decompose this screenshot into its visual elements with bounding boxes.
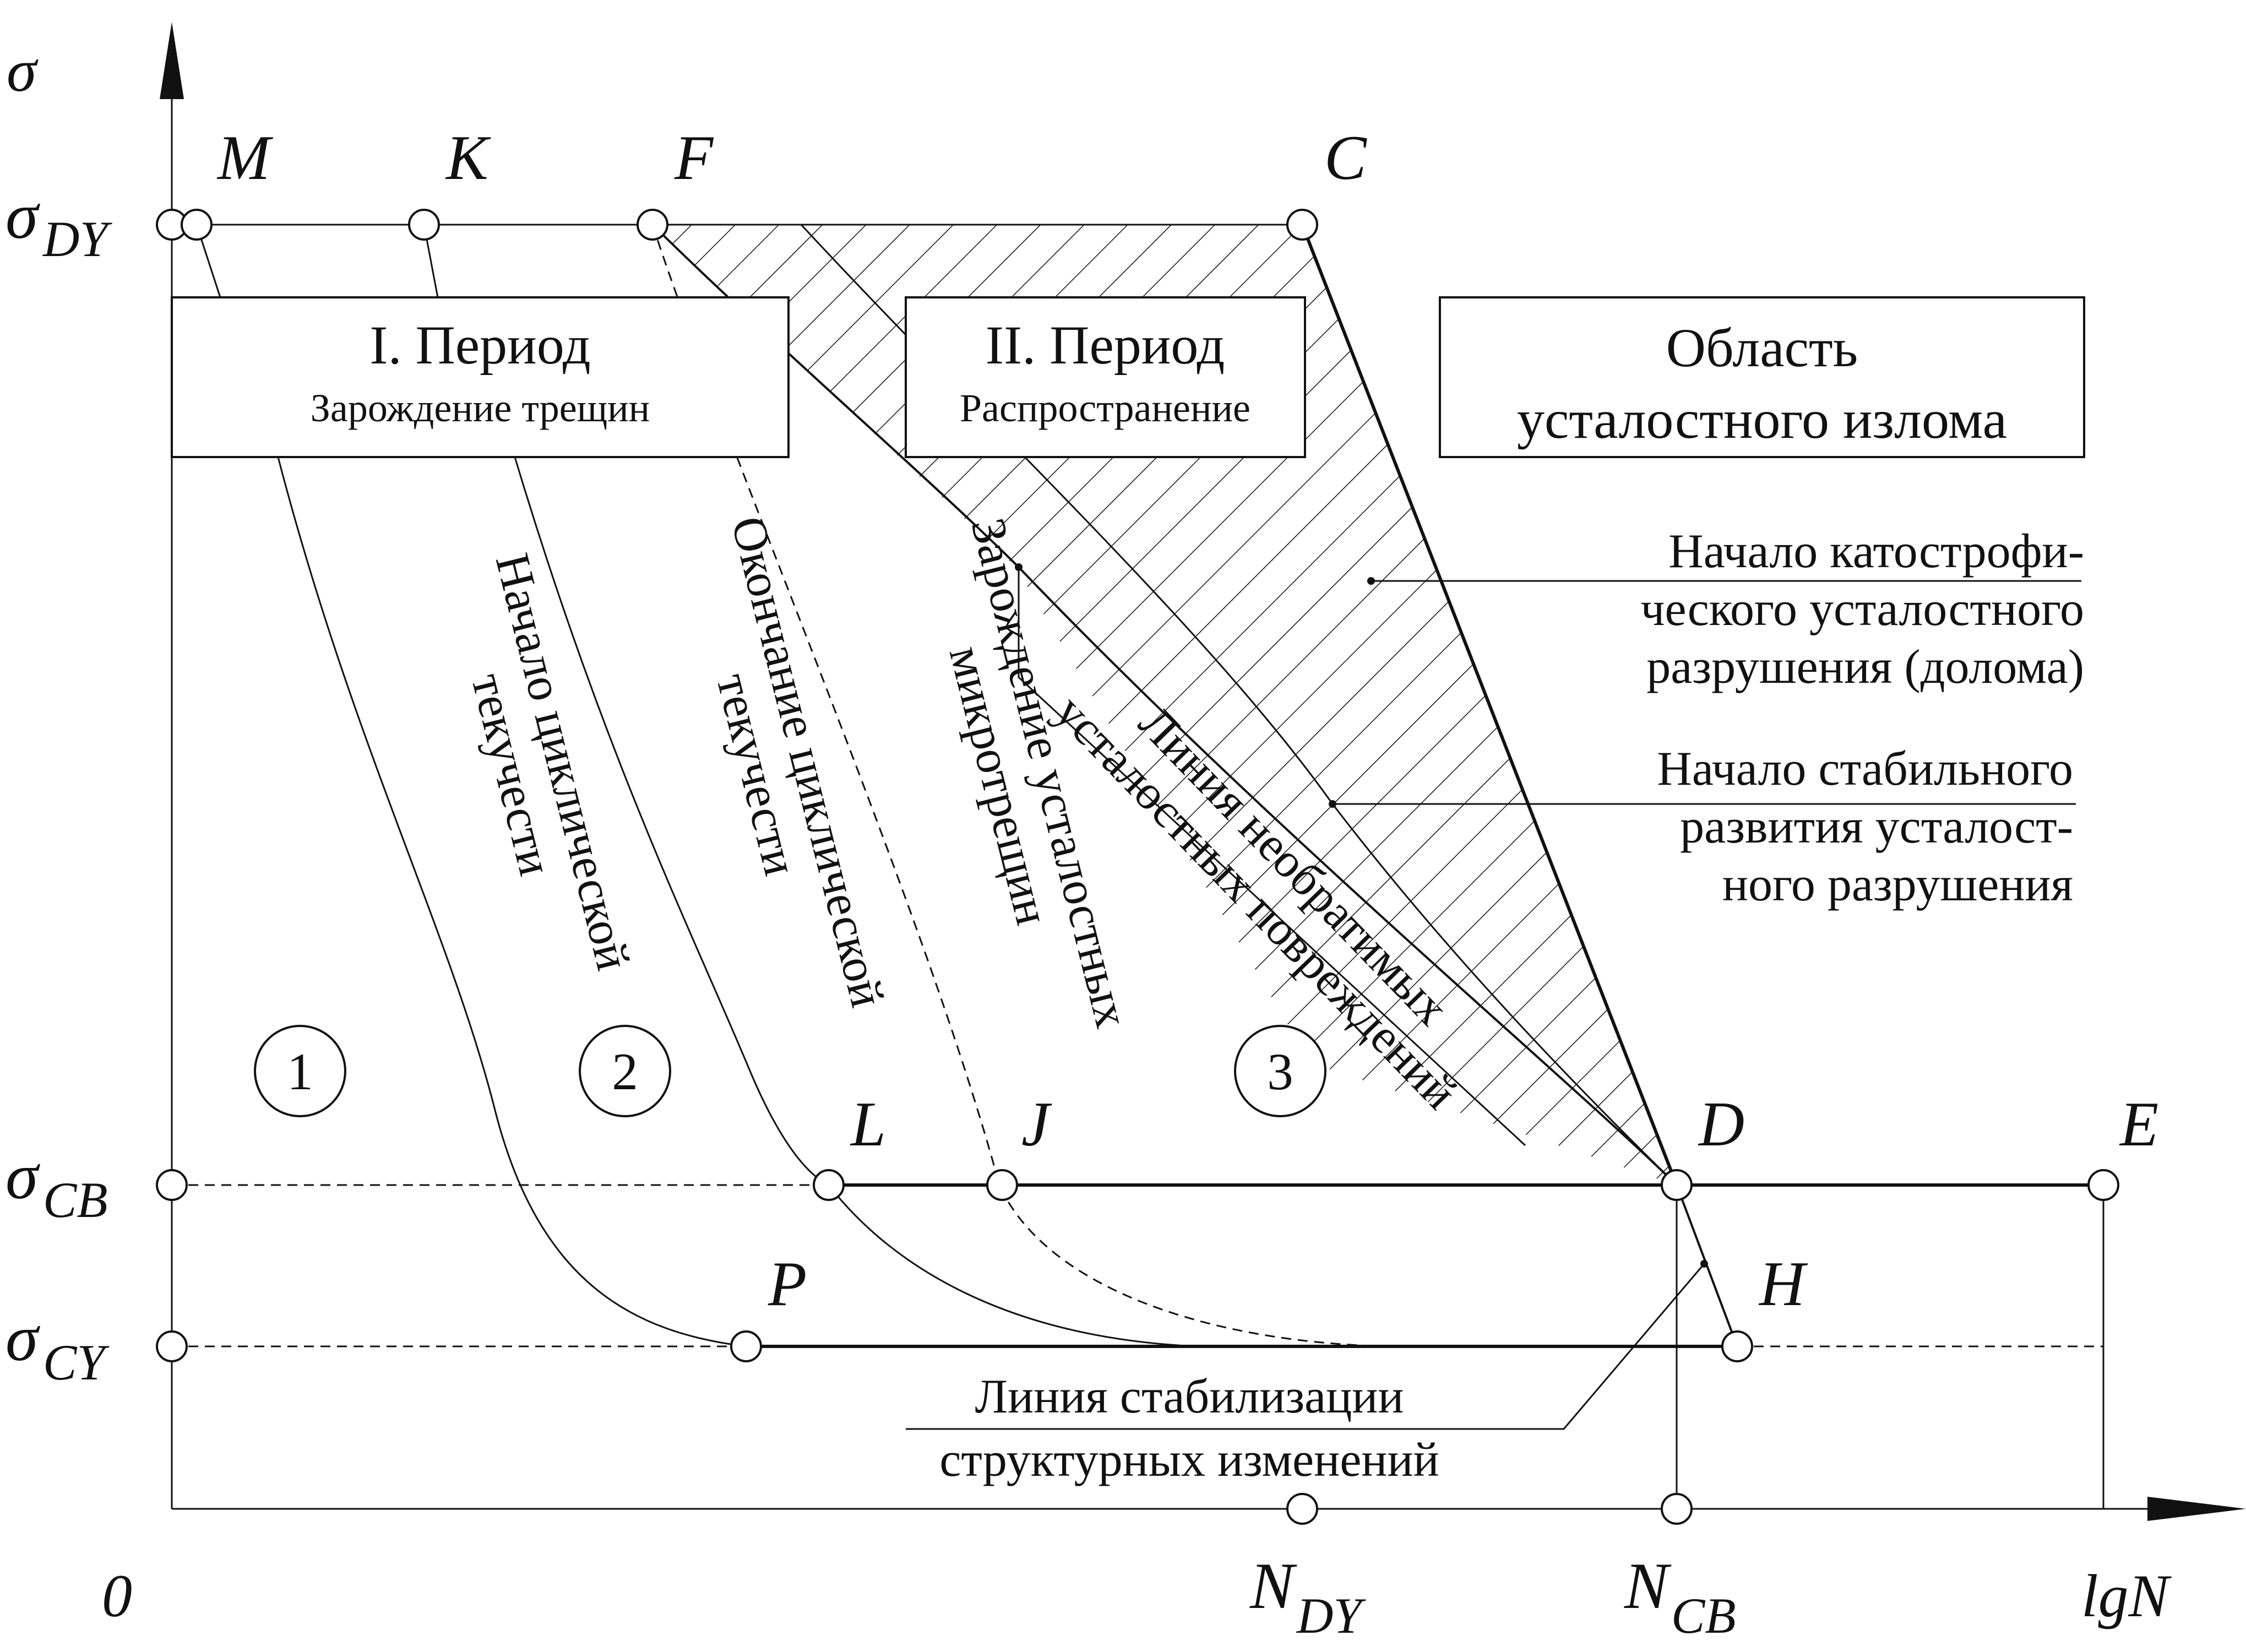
svg-text:CB: CB [43,1172,108,1228]
curve-l-tail [828,1184,1198,1347]
point-label-m: M [216,123,274,193]
point-n-cb [1661,1493,1693,1525]
point-j [986,1169,1018,1201]
sigma-dy-label: σ DY [6,179,112,267]
svg-text:Начало катострофи-: Начало катострофи- [1668,525,2084,578]
label-cyclic-start: Начало циклической текучести [461,548,640,975]
region-2-marker: 2 [579,1025,671,1117]
stabilization-leader [906,1263,1705,1430]
point-label-p: P [768,1249,807,1319]
hatched-propagation-area [652,225,1677,1185]
svg-text:ческого усталостного: ческого усталостного [1640,583,2084,636]
point-h [1721,1330,1753,1362]
point-k [408,209,440,241]
period-2-subtitle: Распространение [960,386,1250,430]
period-2-title: II. Период [986,314,1225,376]
fracture-area-line1: Область [1666,317,1858,378]
x-axis-arrow [2147,1497,2246,1521]
period-1-subtitle: Зарождение трещин [311,386,650,430]
svg-text:N: N [1249,1549,1297,1622]
line-c-d [1301,224,1678,1186]
sigma-cy-label: σ CY [6,1301,110,1390]
period-1-box: I. Период Зарождение трещин [171,296,790,458]
sigma-cb-label: σ CB [6,1139,108,1228]
svg-text:Линия стабилизации: Линия стабилизации [975,1370,1404,1423]
n-cb-label: N CB [1624,1549,1736,1644]
point-label-l: L [850,1089,886,1159]
n-dy-label: N DY [1249,1549,1366,1644]
svg-text:1: 1 [287,1042,313,1101]
point-e [2087,1169,2119,1201]
svg-text:2: 2 [612,1042,638,1101]
svg-text:структурных изменений: структурных изменений [939,1433,1439,1487]
label-cyclic-end: Окончание циклической текучести [706,512,894,1013]
point-c [1286,209,1318,241]
svg-text:σ: σ [6,1301,40,1374]
svg-text:CY: CY [43,1334,110,1390]
point-p [730,1330,762,1362]
annotation-stabilization: Линия стабилизации структурных изменений [939,1370,1439,1487]
y-axis-arrow [160,22,184,99]
curve-f-j-dashed [651,224,1394,1347]
irreversible-leader [1018,567,1526,1146]
svg-text:σ: σ [6,1139,40,1213]
fracture-area-box: Область усталостного излома [1439,296,2085,458]
point-label-c: C [1324,123,1367,193]
stabilization-leader-dot [1700,1260,1708,1268]
point-label-h: H [1758,1249,1808,1319]
point-m [181,209,213,241]
y-axis-label: σ [7,37,39,104]
point-label-d: D [1698,1089,1744,1159]
stable-leader-dot [1329,800,1336,808]
svg-text:DY: DY [42,211,112,267]
svg-text:Начало стабильного: Начало стабильного [1657,742,2073,796]
point-label-f: F [674,123,714,193]
point-l [813,1169,845,1201]
line-irreversible [651,224,1678,1186]
svg-text:ного разрушения: ного разрушения [1722,858,2073,911]
point-sigma-cy-axis [156,1330,188,1362]
svg-text:3: 3 [1267,1042,1293,1101]
svg-text:CB: CB [1671,1588,1736,1644]
region-1-marker: 1 [254,1025,346,1117]
point-d [1661,1169,1693,1201]
svg-text:σ: σ [6,179,40,252]
svg-text:DY: DY [1296,1588,1366,1644]
svg-text:развития усталост-: развития усталост- [1680,800,2073,854]
annotation-stable: Начало стабильного развития усталост- но… [1657,742,2073,911]
irreversible-leader-dot [1015,563,1023,571]
region-3-marker: 3 [1234,1025,1326,1117]
svg-text:разрушения (долома): разрушения (долома) [1646,640,2084,694]
annotation-catastrophic: Начало катострофи- ческого усталостного … [1640,525,2084,694]
fracture-area-line2: усталостного излома [1517,389,2007,450]
point-label-j: J [1021,1089,1052,1159]
period-1-title: I. Период [369,314,590,376]
catastrophic-leader-dot [1367,577,1375,585]
point-f [637,209,668,241]
period-2-box: II. Период Распространение [905,296,1306,458]
point-label-k: K [445,123,491,193]
x-axis-label: lgN [2081,1562,2172,1629]
origin-label: 0 [102,1562,132,1629]
svg-text:N: N [1624,1549,1672,1622]
point-n-dy [1286,1493,1318,1525]
point-sigma-cb-axis [156,1169,188,1201]
point-label-e: E [2119,1089,2158,1159]
